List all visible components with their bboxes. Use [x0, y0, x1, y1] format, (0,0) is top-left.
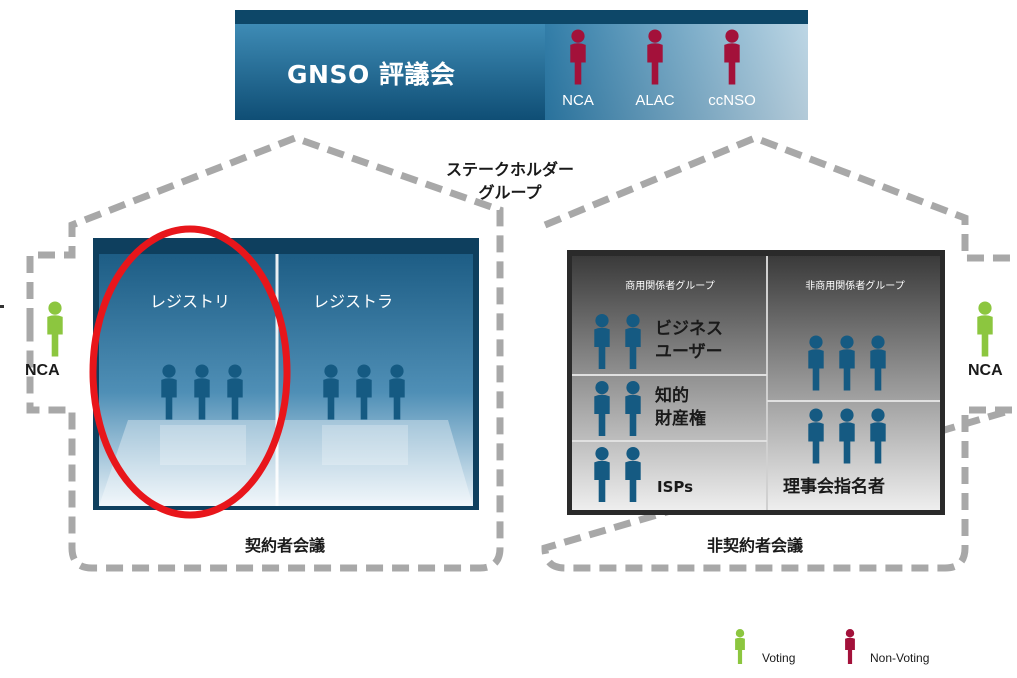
noncommercial-sg-header: 非商用関係者グループ	[805, 281, 905, 292]
gnso-council-title: GNSO 評議会	[287, 60, 456, 89]
ip-label: 知的 財産権	[655, 385, 706, 431]
board-appointees-label: 理事会指名者	[783, 477, 885, 497]
business-users-label: ビジネス ユーザー	[655, 318, 723, 364]
contracted-house-outline	[26, 134, 504, 572]
business-line2: ユーザー	[655, 342, 723, 362]
ip-line1: 知的	[655, 386, 689, 406]
legend-voting-label: Voting	[762, 651, 796, 665]
non-voting-legend-icon	[845, 629, 855, 664]
stakeholder-groups-label: ステークホルダー グループ	[440, 158, 580, 204]
highlight-circle	[89, 225, 291, 519]
stakeholder-groups-line1: ステークホルダー	[445, 160, 574, 179]
ip-line2: 財産権	[655, 409, 706, 429]
contracted-house-label: 契約者会議	[244, 536, 325, 555]
isps-label: ISPs	[657, 478, 694, 496]
voting-legend-icon	[735, 629, 745, 664]
liaison-label-nca: NCA	[562, 92, 594, 109]
non-contracted-house-label: 非契約者会議	[706, 536, 803, 555]
commercial-sg-header: 商用関係者グループ	[625, 281, 715, 292]
registrar-label: レジストラ	[312, 292, 393, 311]
business-line1: ビジネス	[655, 319, 723, 339]
edge-mark	[0, 305, 4, 308]
stakeholder-groups-line2: グループ	[478, 183, 542, 202]
figure-reflections	[160, 425, 408, 465]
liaison-label-ccnso: ccNSO	[708, 92, 756, 109]
nca-left-label: NCA	[25, 362, 60, 379]
liaison-label-alac: ALAC	[635, 92, 675, 109]
nca-right-label: NCA	[968, 362, 1003, 379]
registry-label: レジストリ	[149, 292, 230, 311]
gnso-council-box	[235, 10, 808, 120]
legend-non-voting-label: Non-Voting	[870, 651, 930, 665]
non-contracted-house-outline	[541, 134, 1013, 572]
